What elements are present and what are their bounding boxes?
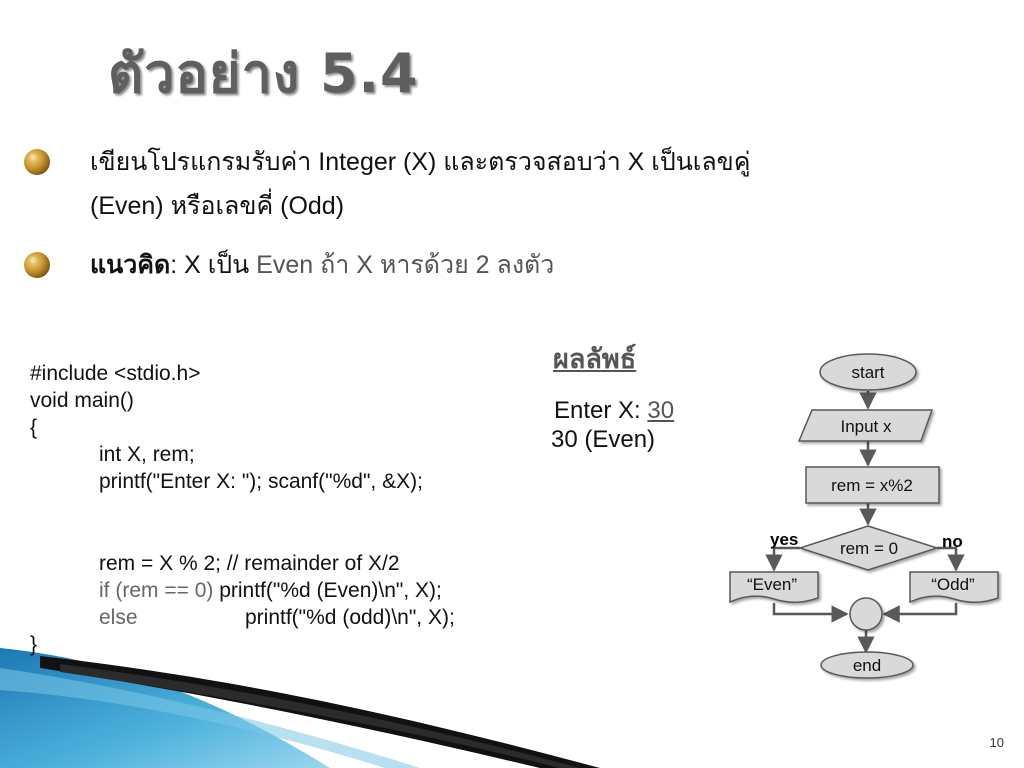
wave-dark-stripe [60, 664, 580, 768]
code-line-wrapper: int X, rem; [30, 441, 200, 468]
code-line: rem = X % 2; // remainder of X/2 [99, 552, 400, 575]
code-else-keyword: else [99, 606, 138, 629]
code-line-if: if (rem == 0) printf("%d (Even)\n", X); [99, 577, 442, 604]
bullet-2-keyword: แนวคิด [90, 251, 171, 279]
connector-odd-merge [882, 603, 958, 623]
flow-input-label: Input x [840, 417, 892, 436]
bullet-2-part-1: : X เป็น [170, 251, 250, 279]
flow-start-shape [819, 353, 917, 391]
page-number: 10 [989, 735, 1004, 750]
flow-end-shape [820, 651, 914, 679]
code-listing: #include <stdio.h> void main() { int X, … [30, 360, 455, 658]
code-line-wrapper: rem = X % 2; // remainder of X/2 [30, 550, 400, 577]
code-if-body: printf("%d (Even)\n", X); [213, 579, 442, 602]
code-if-condition: if (rem == 0) [99, 579, 214, 602]
bullet-icon [24, 149, 50, 175]
flow-end-label: end [853, 656, 881, 675]
result-input: 30 [647, 397, 675, 424]
bullet-2-part-2: Even ถ้า X หารด้วย 2 ลงตัว [249, 251, 555, 279]
result-prompt-line: Enter X: 30 [554, 396, 674, 426]
flow-decision-shape [797, 525, 940, 571]
result-title: ผลลัพธ์ [553, 344, 637, 375]
flow-odd-shape [909, 571, 999, 604]
code-line-wrapper: if (rem == 0) printf("%d (Even)\n", X); [30, 577, 442, 604]
flow-merge-circle [849, 597, 883, 631]
code-line: #include <stdio.h> [30, 362, 201, 385]
code-line: { [30, 416, 38, 439]
code-line: void main() [30, 389, 134, 412]
flow-even-shape [729, 571, 819, 604]
connector-even-merge [772, 603, 849, 623]
bullet-1-line-1: เขียนโปรแกรมรับค่า Integer (X) และตรวจสอ… [90, 148, 751, 176]
slide-title: ตัวอย่าง 5.4 [108, 42, 419, 105]
bullet-2: แนวคิด: X เป็น Even ถ้า X หารด้วย 2 ลงตั… [90, 243, 554, 287]
flow-input-shape [797, 409, 934, 442]
flow-no-label: no [942, 532, 963, 551]
connector-no [937, 546, 965, 572]
flow-start-label: start [851, 363, 884, 382]
result-output: 30 (Even) [551, 426, 656, 453]
bullet-icon [24, 252, 50, 278]
connector-yes [765, 546, 800, 572]
flow-odd-label: “Odd” [931, 575, 975, 594]
result-prompt: Enter X: [554, 397, 648, 424]
code-line: printf("Enter X: "); scanf("%d", &X); [99, 470, 423, 493]
flow-even-label: “Even” [747, 575, 797, 594]
code-line-wrapper: else printf("%d (odd)\n", X); [30, 604, 455, 631]
code-line: } [30, 633, 38, 656]
flow-decision-label: rem = 0 [840, 539, 898, 558]
code-else-body: printf("%d (odd)\n", X); [245, 606, 455, 629]
code-line-wrapper: printf("Enter X: "); scanf("%d", &X); [30, 468, 423, 495]
flow-connectors [765, 391, 965, 654]
flow-process-shape [805, 466, 940, 504]
code-line: int X, rem; [99, 443, 195, 466]
flow-process-label: rem = x%2 [831, 476, 913, 495]
flow-yes-label: yes [770, 530, 798, 549]
wave-stripe-light [0, 668, 420, 768]
bullet-1-line-2: (Even) หรือเลขคี่ (Odd) [90, 192, 345, 220]
